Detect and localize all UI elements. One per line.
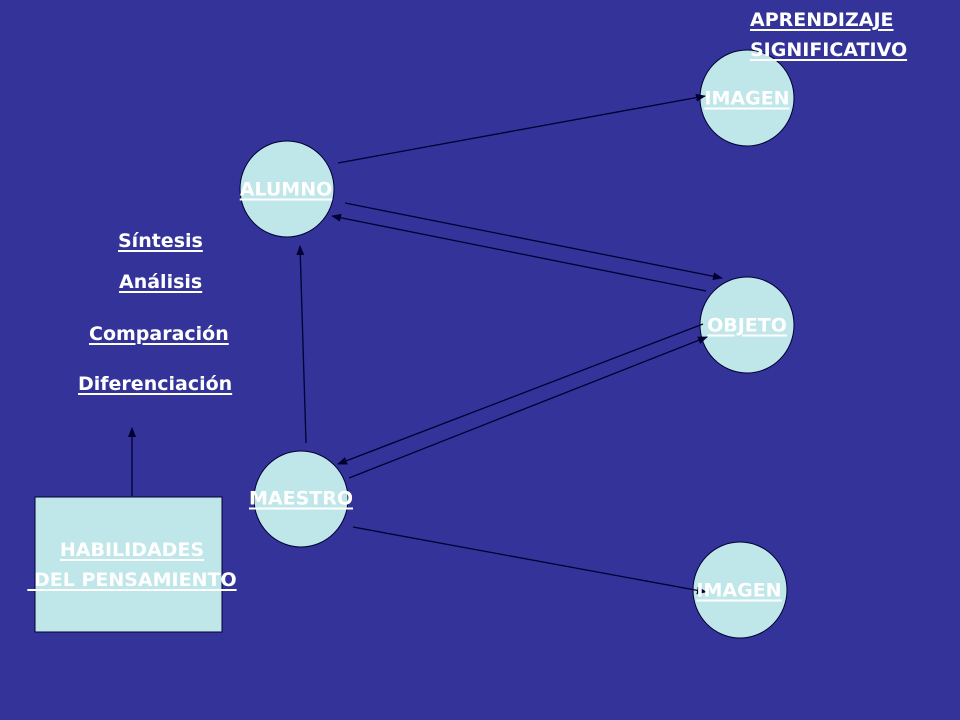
node-imagen-top-label: IMAGEN — [704, 87, 790, 110]
skill-sintesis: Síntesis — [118, 230, 203, 252]
node-maestro-label: MAESTRO — [248, 487, 354, 510]
node-alumno-circle — [239, 140, 335, 238]
habilidades-label: HABILIDADES DEL PENSAMIENTO — [33, 539, 237, 591]
skill-diferenciacion: Diferenciación — [78, 373, 233, 395]
arrow-objeto-to-maestro — [337, 323, 704, 465]
arrow-alumno-to-imagen — [337, 93, 706, 164]
skill-analisis: Análisis — [119, 271, 203, 293]
arrow-maestro-to-alumno — [296, 245, 307, 444]
arrow-maestro-to-objeto — [348, 336, 708, 479]
skill-comparacion: Comparación — [89, 323, 229, 345]
habilidades-box — [34, 496, 223, 633]
arrow-objeto-to-alumno — [331, 213, 707, 292]
arrow-maestro-to-imagen — [352, 526, 707, 595]
node-alumno-label: ALUMNO — [239, 178, 333, 201]
node-maestro-circle — [253, 450, 349, 548]
node-imagen-bottom-label: IMAGEN — [696, 579, 782, 602]
arrow-alumno-to-objeto — [344, 202, 723, 281]
node-objeto-label: OBJETO — [707, 314, 787, 337]
aprendizaje-significativo-label: APRENDIZAJE SIGNIFICATIVO — [750, 9, 908, 61]
